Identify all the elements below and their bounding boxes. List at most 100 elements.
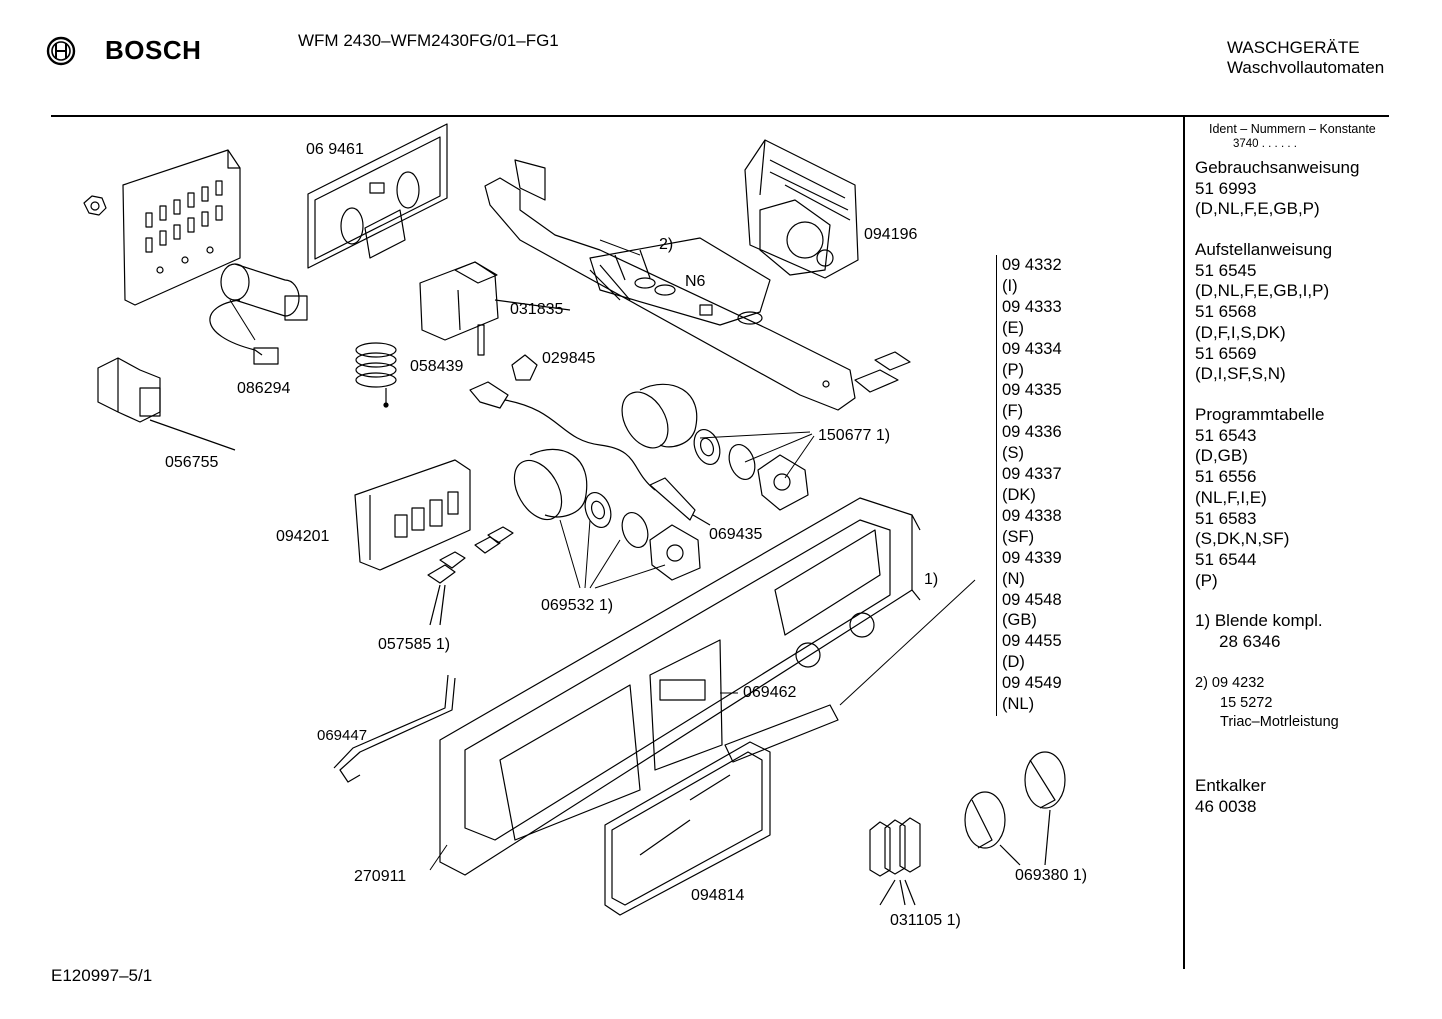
drawing-id: E120997–5/1: [51, 966, 153, 985]
transformer-part: [98, 358, 235, 450]
part-label-086294: 086294: [237, 380, 291, 397]
bosch-armature-icon: [46, 36, 76, 66]
sidebar-divider: [1183, 117, 1185, 969]
knob-cap-upper-part: [613, 384, 697, 456]
aufstell-title: Aufstellanweisung: [1195, 240, 1333, 259]
programm-line: 51 6543: [1195, 425, 1257, 445]
connector-block-part: [512, 355, 537, 380]
part-label-056755: 056755: [165, 454, 219, 471]
part-label-n6: N6: [685, 273, 706, 290]
aufstell-line: (D,F,I,S,DK): [1195, 322, 1286, 342]
bosch-logo: [44, 34, 78, 73]
ident-title: Ident – Nummern – Konstante: [1209, 122, 1376, 136]
part-label-029845: 029845: [542, 350, 596, 367]
variant-code: (DK): [1002, 485, 1036, 504]
part-label-057585: 057585 1): [378, 636, 451, 653]
aufstell-line: 51 6568: [1195, 302, 1257, 322]
variant-code: (E): [1002, 318, 1024, 337]
variant-code: (P): [1002, 360, 1024, 379]
part-label-069380: 069380 1): [1015, 867, 1088, 884]
aufstell-line: (D,NL,F,E,GB,I,P): [1195, 281, 1330, 301]
leader-lines: [230, 240, 975, 870]
variant-number: 09 4332: [1002, 256, 1062, 274]
variant-number: 09 4455: [1002, 632, 1062, 651]
entkalker-section: Entkalker 46 0038: [1195, 776, 1266, 817]
entkalker-value: 46 0038: [1195, 796, 1257, 816]
push-buttons-part: [870, 818, 920, 905]
brand-name: BOSCH: [105, 35, 202, 65]
note-1-section: 1) Blende kompl. 28 6346: [1195, 611, 1323, 652]
part-label-note-2: 2): [659, 236, 674, 253]
program-timer-part: [745, 140, 858, 278]
panel-strip-part: [725, 705, 838, 762]
header-rule: [51, 115, 1389, 117]
programm-line: (NL,F,I,E): [1195, 487, 1267, 507]
programm-line: (P): [1195, 570, 1218, 590]
part-label-150677: 150677 1): [818, 427, 891, 444]
variant-number: 09 4335: [1002, 381, 1062, 400]
knob-insert-lower-part: [650, 525, 700, 580]
category-title: WASCHGERÄTE Waschvollautomaten: [1227, 38, 1384, 78]
variant-code: (F): [1002, 402, 1024, 421]
variant-code: (I): [1002, 276, 1018, 295]
variant-code: (SF): [1002, 527, 1035, 546]
relay-board-part: [355, 460, 470, 570]
part-label-069461: 06 9461: [306, 141, 364, 158]
programm-line: (D,GB): [1195, 446, 1248, 466]
variant-number: 09 4337: [1002, 465, 1062, 484]
aufstell-line: 51 6545: [1195, 260, 1257, 280]
gebrauch-line: (D,NL,F,E,GB,P): [1195, 199, 1320, 219]
mounting-plate-part: [123, 150, 240, 305]
programm-title: Programmtabelle: [1195, 405, 1325, 424]
variant-code: (NL): [1002, 695, 1035, 714]
category-line-2: Waschvollautomaten: [1227, 58, 1385, 77]
programm-line: 51 6544: [1195, 549, 1257, 569]
variant-code: (GB): [1002, 611, 1037, 630]
terminal-clips-part: [428, 527, 513, 625]
part-label-069532: 069532 1): [541, 597, 614, 614]
variant-number: 09 4338: [1002, 506, 1062, 525]
knob-insert-upper-part: [758, 455, 808, 510]
part-label-069447: 069447: [317, 727, 368, 744]
knob-ring-upper-part: [690, 426, 760, 483]
note-1-line: 1) Blende kompl.: [1195, 611, 1323, 630]
knob-ring-lower-part: [581, 489, 653, 551]
display-window-part: [605, 742, 770, 915]
variant-number: 09 4334: [1002, 339, 1062, 358]
aufstell-section: Aufstellanweisung 51 6545 (D,NL,F,E,GB,I…: [1195, 240, 1332, 385]
programm-section: Programmtabelle 51 6543 (D,GB) 51 6556 (…: [1195, 405, 1324, 591]
variant-item: 09 4338 (SF): [1002, 506, 1062, 548]
category-line-1: WASCHGERÄTE: [1227, 38, 1360, 57]
wire-hook-part: [334, 675, 455, 782]
part-label-note-1: 1): [924, 571, 939, 588]
part-label-058439: 058439: [410, 358, 464, 375]
variant-item: 09 4455(D): [1002, 631, 1062, 673]
variant-item: 09 4548 (GB): [1002, 590, 1062, 632]
knob-cap-lower-part: [505, 449, 587, 527]
variant-item: 09 4335 (F): [1002, 380, 1062, 422]
note-2-line: Triac–Motrleistung: [1220, 714, 1339, 730]
note-1-line: 28 6346: [1219, 631, 1281, 651]
rotary-knobs-part: [965, 752, 1065, 865]
programm-line: 51 6556: [1195, 467, 1257, 487]
coil-spring-part: [356, 343, 396, 407]
variant-number: 09 4548: [1002, 590, 1062, 609]
part-label-069435: 069435: [709, 526, 763, 543]
note-2-section: 2) 09 4232 15 5272 Triac–Motrleistung: [1195, 674, 1339, 733]
wire-harness-part: [470, 382, 710, 525]
part-label-270911: 270911: [354, 868, 407, 885]
variant-number: 09 4339: [1002, 548, 1062, 567]
variant-number: 09 4549: [1002, 674, 1062, 693]
variant-item: 09 4333(E): [1002, 297, 1062, 339]
ident-value: 3740 . . . . . .: [1233, 138, 1297, 150]
gebrauch-title: Gebrauchsanweisung: [1195, 158, 1360, 177]
circuit-board-bracket-part: [485, 160, 910, 410]
pressure-switch-part: [420, 262, 570, 355]
note-2-line: 2) 09 4232: [1195, 675, 1265, 691]
variant-item: 09 4334 (P): [1002, 339, 1062, 381]
part-label-094201: 094201: [276, 528, 330, 545]
variant-code: (S): [1002, 444, 1024, 463]
model-title: WFM 2430–WFM2430FG/01–FG1: [298, 31, 559, 50]
variant-item: 09 4549 (NL): [1002, 673, 1062, 715]
